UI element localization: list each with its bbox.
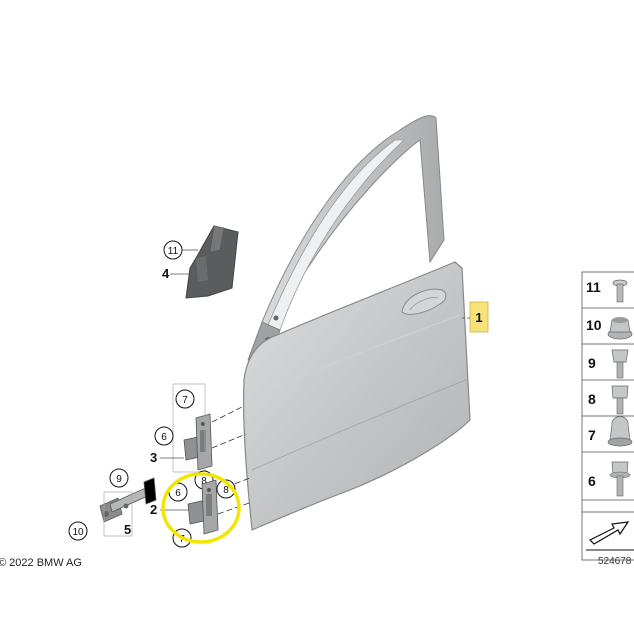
flange-nut-icon bbox=[607, 317, 633, 340]
flange-bolt-icon bbox=[609, 461, 631, 497]
hinge-upper-label: 3 bbox=[150, 450, 157, 465]
hex-bolt-icon bbox=[611, 385, 629, 415]
legend-item-11-label: 11 bbox=[586, 279, 601, 295]
legend-item-9-label: 9 bbox=[588, 355, 596, 371]
bolt-icon bbox=[611, 349, 629, 379]
legend-item-11[interactable]: 11 bbox=[586, 279, 628, 303]
legend-item-7[interactable]: 7 bbox=[588, 416, 633, 447]
callout-circle-10-label: 10 bbox=[72, 527, 84, 538]
callout-circle-7a-label: 7 bbox=[182, 395, 188, 406]
legend-item-6-label: 6 bbox=[588, 473, 596, 489]
legend-item-9[interactable]: 9 bbox=[588, 349, 629, 379]
parts-legend bbox=[581, 271, 634, 561]
arrow-icon bbox=[586, 521, 634, 551]
callout-circle-9-label: 9 bbox=[116, 474, 122, 485]
highlight-circle bbox=[161, 472, 241, 544]
hinge-upper-dash-1 bbox=[211, 405, 245, 423]
callout-circle-11-label: 11 bbox=[168, 246, 179, 257]
cover-callout-label: 4 bbox=[162, 266, 170, 281]
diagram-code: 524678 bbox=[598, 556, 632, 567]
callout-circle-6a-label: 6 bbox=[161, 432, 167, 443]
callout-circle-6a[interactable] bbox=[154, 426, 174, 446]
check-strap[interactable] bbox=[99, 477, 157, 523]
callout-circle-8b-label: 8 bbox=[223, 485, 229, 496]
legend-item-7-label: 7 bbox=[588, 427, 596, 443]
hinge-upper-bracket bbox=[172, 383, 206, 473]
legend-item-10-label: 10 bbox=[586, 317, 602, 333]
hinge-upper[interactable] bbox=[183, 413, 213, 471]
copyright-text: © 2022 BMW AG bbox=[0, 557, 82, 569]
legend-item-8[interactable]: 8 bbox=[588, 385, 629, 415]
callout-circle-6b-label: 6 bbox=[175, 488, 181, 499]
door-panel[interactable] bbox=[243, 115, 471, 531]
callout-circle-7a[interactable] bbox=[175, 389, 195, 409]
cover-part[interactable] bbox=[185, 225, 239, 299]
callout-circle-8a-label: 8 bbox=[201, 476, 207, 487]
hinge-lower-dash-2 bbox=[217, 501, 253, 515]
legend-item-6[interactable]: 6 bbox=[588, 461, 631, 497]
check-strap-label: 5 bbox=[124, 522, 131, 537]
door-callout-label: 1 bbox=[475, 310, 482, 325]
cap-nut-icon bbox=[607, 416, 633, 447]
legend-item-10[interactable]: 10 bbox=[586, 317, 633, 340]
door-callout-box[interactable] bbox=[469, 301, 489, 333]
screw-icon bbox=[612, 279, 628, 303]
callout-circle-9[interactable] bbox=[109, 468, 129, 488]
check-strap-bracket bbox=[103, 491, 133, 537]
hinge-lower[interactable] bbox=[187, 479, 219, 535]
legend-item-8-label: 8 bbox=[588, 391, 596, 407]
hinge-lower-label: 2 bbox=[150, 502, 157, 517]
callout-circle-10[interactable] bbox=[68, 521, 88, 541]
hinge-upper-dash-2 bbox=[211, 433, 247, 449]
